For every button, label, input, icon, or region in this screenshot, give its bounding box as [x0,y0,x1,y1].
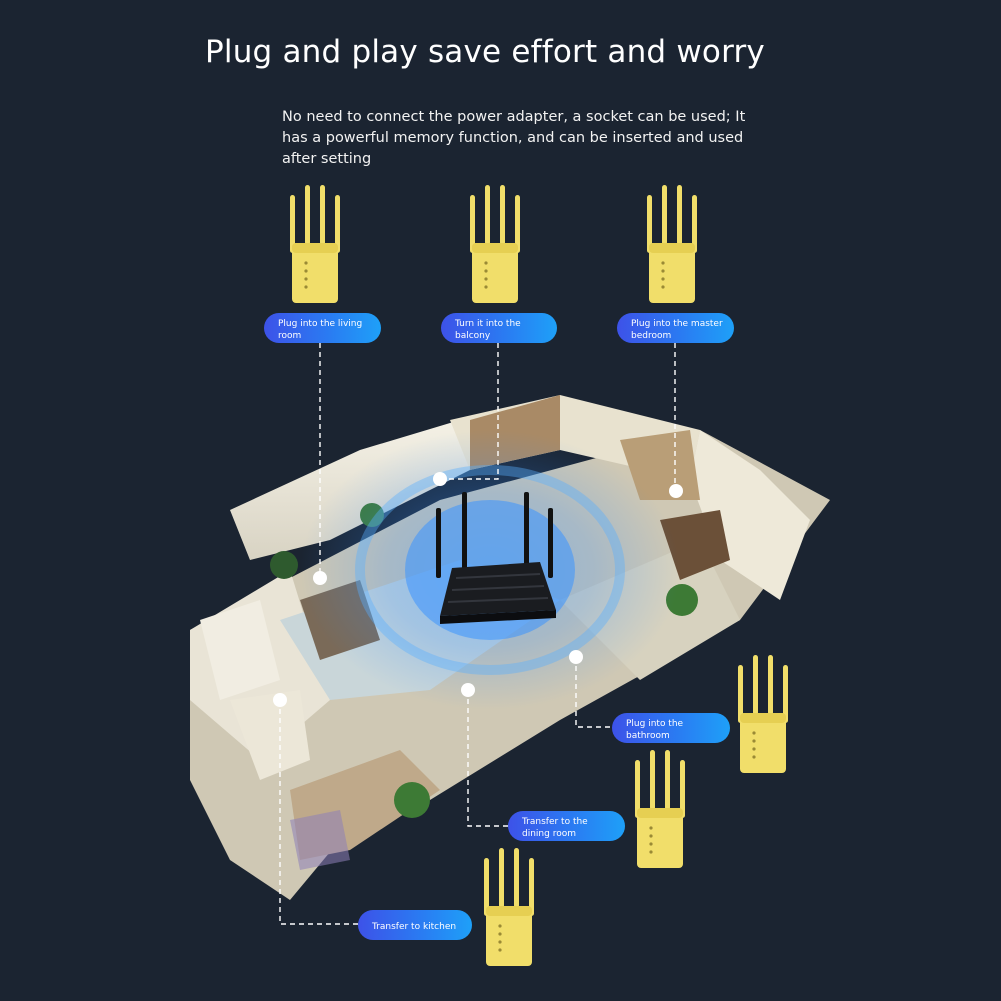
label-balcony-text: Turn it into the balcony [455,318,521,341]
wifi-extender-icon [290,185,340,303]
wifi-extender-icon [470,185,520,303]
page-subtitle: No need to connect the power adapter, a … [282,109,746,167]
label-balcony: Turn it into the balcony [441,313,557,343]
page-title: Plug and play save effort and worry [205,34,765,70]
label-dining-room: Transfer to the dining room [508,811,625,841]
label-dining-room-text: Transfer to the dining room [522,816,588,839]
label-kitchen-text: Transfer to kitchen [372,921,457,932]
wifi-extender-icon [484,848,534,966]
wifi-extender-icon [738,655,788,773]
label-master-bedroom: Plug into the master bedroom [617,313,734,343]
wifi-extender-icon [635,750,685,868]
connector-lines [279,343,676,925]
wifi-extender-icon [647,185,697,303]
label-bathroom-text: Plug into the bathroom [626,718,684,741]
label-master-bedroom-text: Plug into the master bedroom [631,318,723,341]
label-kitchen: Transfer to kitchen [358,910,472,940]
label-living-room-text: Plug into the living room [278,318,363,341]
router-icon [436,492,556,624]
label-bathroom: Plug into the bathroom [612,713,730,743]
label-living-room: Plug into the living room [264,313,381,343]
